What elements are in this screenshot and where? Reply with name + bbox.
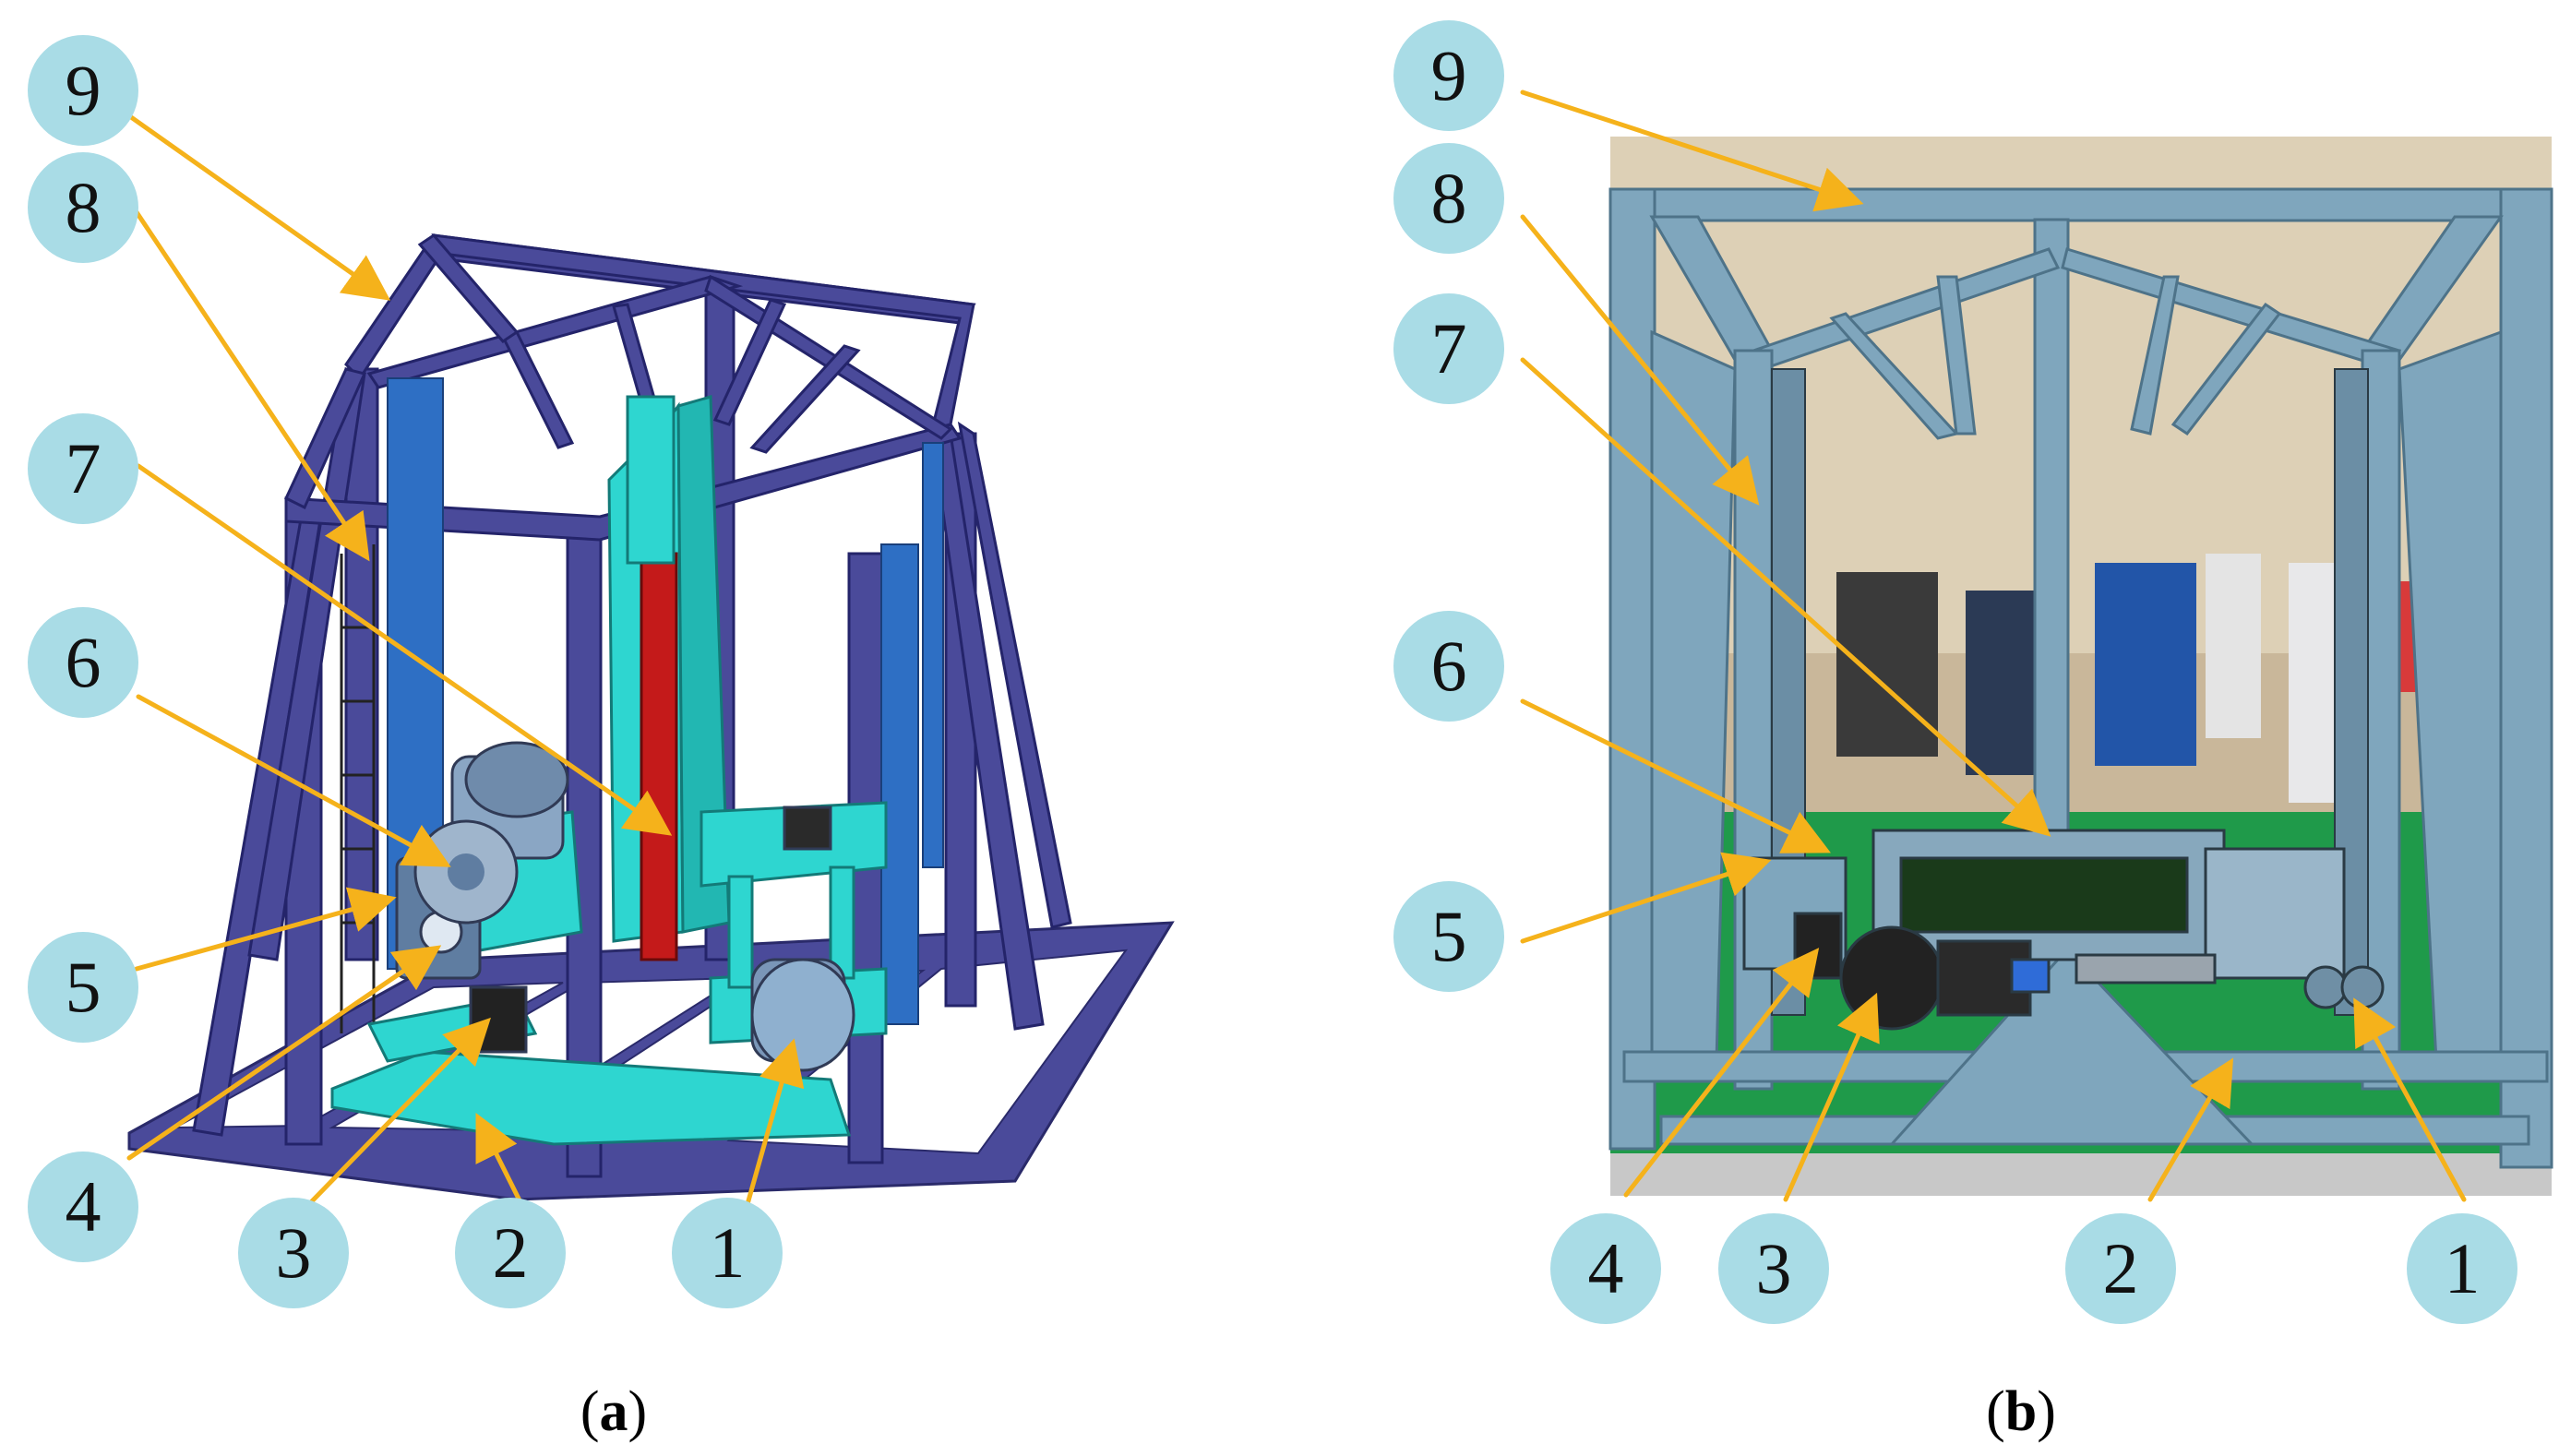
arrow-a-3 [306, 1017, 491, 1207]
bubble-a-6: 6 [28, 607, 138, 718]
panel-a-bubbles: 9 8 7 6 5 4 3 2 [28, 35, 783, 1308]
panel-b-arrows [1520, 90, 2467, 1202]
bubble-b-4-label: 4 [1588, 1228, 1624, 1308]
bubble-b-1-label: 1 [2445, 1228, 2481, 1308]
caption-b: (b) [1986, 1380, 2056, 1443]
bubble-a-9-label: 9 [66, 50, 102, 130]
bubble-a-2: 2 [455, 1198, 566, 1308]
bubble-a-5: 5 [28, 932, 138, 1043]
bubble-b-8: 8 [1393, 143, 1504, 254]
arrow-b-3 [1783, 992, 1880, 1202]
bubble-a-9: 9 [28, 35, 138, 146]
arrow-a-1 [745, 1038, 805, 1207]
panel-b-base-frame [1622, 958, 2549, 1146]
bubble-a-2-label: 2 [493, 1212, 529, 1293]
caption-a-letter: a [600, 1380, 628, 1443]
arrow-a-4 [126, 945, 442, 1161]
bubble-b-5: 5 [1393, 881, 1504, 992]
bubble-b-2: 2 [2065, 1213, 2176, 1324]
bubble-b-3: 3 [1718, 1213, 1829, 1324]
bubble-b-2-label: 2 [2103, 1228, 2139, 1308]
bubble-b-4: 4 [1550, 1213, 1661, 1324]
arrow-a-5 [134, 887, 397, 972]
caption-a: (a) [580, 1380, 647, 1443]
bubble-b-5-label: 5 [1431, 896, 1467, 976]
bubble-b-7-label: 7 [1431, 308, 1467, 388]
arrow-a-8 [134, 209, 370, 562]
bubble-b-9-label: 9 [1431, 35, 1467, 115]
bubble-a-5-label: 5 [66, 947, 102, 1027]
arrow-a-7 [136, 463, 673, 836]
panel-b-drive-assembly [1742, 829, 2385, 1031]
arrow-b-2 [2147, 1057, 2234, 1202]
bubble-a-7-label: 7 [66, 428, 102, 508]
bubble-b-8-label: 8 [1431, 158, 1467, 238]
arrow-b-1 [2353, 997, 2467, 1202]
bubble-a-7: 7 [28, 413, 138, 524]
bubble-b-6-label: 6 [1431, 626, 1467, 706]
panel-a-arrows [106, 99, 805, 1207]
bubble-a-6-label: 6 [66, 622, 102, 702]
bubble-a-8-label: 8 [66, 167, 102, 247]
bubble-a-3-label: 3 [276, 1212, 312, 1293]
bubble-b-3-label: 3 [1756, 1228, 1792, 1308]
arrow-b-7 [1520, 357, 2051, 837]
bubble-b-9: 9 [1393, 20, 1504, 131]
bubble-a-4-label: 4 [66, 1166, 102, 1247]
bubble-a-3: 3 [238, 1198, 349, 1308]
panel-b-floor-bottom [1610, 1153, 2552, 1196]
arrow-a-2 [475, 1113, 524, 1207]
bubble-b-6: 6 [1393, 611, 1504, 722]
arrow-b-6 [1520, 698, 1831, 853]
panel-a-motors [395, 741, 855, 1072]
arrow-b-4 [1623, 948, 1820, 1198]
arrow-b-5 [1520, 852, 1772, 944]
bubble-b-1: 1 [2407, 1213, 2517, 1324]
bubble-a-1: 1 [672, 1198, 783, 1308]
arrow-a-9 [106, 99, 391, 301]
panel-a-cad-model [127, 233, 1175, 1201]
bubble-a-4: 4 [28, 1152, 138, 1262]
arrow-b-9 [1520, 90, 1864, 212]
arrow-a-6 [136, 694, 451, 867]
bubble-a-8: 8 [28, 152, 138, 263]
panel-b-bubbles: 9 8 7 6 5 4 3 2 [1393, 20, 2517, 1324]
arrow-b-8 [1520, 214, 1760, 506]
bubble-a-1-label: 1 [710, 1212, 746, 1293]
caption-b-letter: b [2005, 1380, 2037, 1443]
panel-b-photo [1608, 137, 2553, 1196]
panel-a-gear [413, 819, 519, 925]
bubble-b-7: 7 [1393, 293, 1504, 404]
